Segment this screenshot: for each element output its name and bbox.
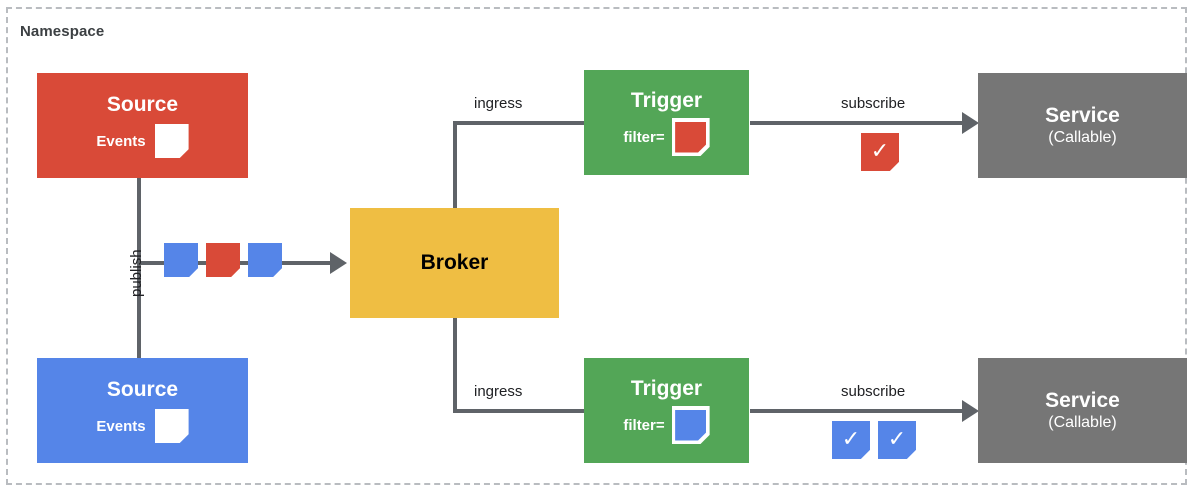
event-icon-white xyxy=(154,124,189,159)
broker-node[interactable]: Broker xyxy=(350,208,559,318)
edge-label-ingress-top: ingress xyxy=(474,95,523,112)
filter-event-chip-red xyxy=(671,118,710,157)
broker-title: Broker xyxy=(420,251,489,275)
event-icon-blue xyxy=(248,243,282,277)
source-blue-title: Source xyxy=(106,377,179,401)
trigger-top-filter-label: filter= xyxy=(623,128,665,146)
event-icon-white xyxy=(154,409,189,444)
edge-label-subscribe-bottom: subscribe xyxy=(841,383,906,400)
subscribe-top-line xyxy=(750,121,965,125)
event-check-icon-red: ✓ xyxy=(861,133,899,171)
delivered-events-top: ✓ xyxy=(861,133,899,171)
event-check-icon-blue: ✓ xyxy=(832,421,870,459)
edge-label-subscribe-top: subscribe xyxy=(841,95,906,112)
event-check-icon-blue: ✓ xyxy=(878,421,916,459)
source-node-blue[interactable]: Source Events xyxy=(37,358,248,463)
check-glyph: ✓ xyxy=(887,426,907,451)
service-node-bottom[interactable]: Service (Callable) xyxy=(978,358,1187,463)
event-icon-blue xyxy=(675,409,707,441)
service-bottom-subtitle: (Callable) xyxy=(1048,413,1117,431)
ingress-top-vertical-line xyxy=(453,121,457,211)
service-top-title: Service xyxy=(1045,103,1120,127)
ingress-bottom-vertical-line xyxy=(453,313,457,413)
trigger-bottom-filter-row: filter= xyxy=(623,406,710,445)
event-icon-red xyxy=(675,121,707,153)
source-node-red[interactable]: Source Events xyxy=(37,73,248,178)
trigger-node-top[interactable]: Trigger filter= xyxy=(584,70,749,175)
check-glyph: ✓ xyxy=(870,138,890,163)
delivered-events-bottom: ✓ ✓ xyxy=(832,421,916,459)
ingress-top-horizontal-line xyxy=(453,121,588,125)
publish-arrow-head xyxy=(330,252,347,274)
ingress-bottom-horizontal-line xyxy=(453,409,588,413)
filter-event-chip-blue xyxy=(671,406,710,445)
subscribe-bottom-line xyxy=(750,409,965,413)
source-red-events-label: Events xyxy=(96,132,146,150)
edge-label-publish: publish xyxy=(128,249,145,297)
trigger-bottom-title: Trigger xyxy=(630,376,703,400)
trigger-bottom-filter-label: filter= xyxy=(623,416,665,434)
check-glyph: ✓ xyxy=(841,426,861,451)
source-red-title: Source xyxy=(106,92,179,116)
service-bottom-title: Service xyxy=(1045,388,1120,412)
service-top-subtitle: (Callable) xyxy=(1048,128,1117,146)
trigger-top-title: Trigger xyxy=(630,88,703,112)
subscribe-bottom-arrow-head xyxy=(962,400,979,422)
trigger-top-filter-row: filter= xyxy=(623,118,710,157)
service-node-top[interactable]: Service (Callable) xyxy=(978,73,1187,178)
source-red-events-row: Events xyxy=(96,124,189,159)
event-stream xyxy=(164,243,282,277)
publish-vertical-line xyxy=(137,176,141,362)
event-icon-red xyxy=(206,243,240,277)
event-icon-blue xyxy=(164,243,198,277)
namespace-frame xyxy=(6,7,1187,485)
trigger-node-bottom[interactable]: Trigger filter= xyxy=(584,358,749,463)
source-blue-events-row: Events xyxy=(96,409,189,444)
namespace-label: Namespace xyxy=(20,23,105,40)
edge-label-ingress-bottom: ingress xyxy=(474,383,523,400)
subscribe-top-arrow-head xyxy=(962,112,979,134)
source-blue-events-label: Events xyxy=(96,417,146,435)
